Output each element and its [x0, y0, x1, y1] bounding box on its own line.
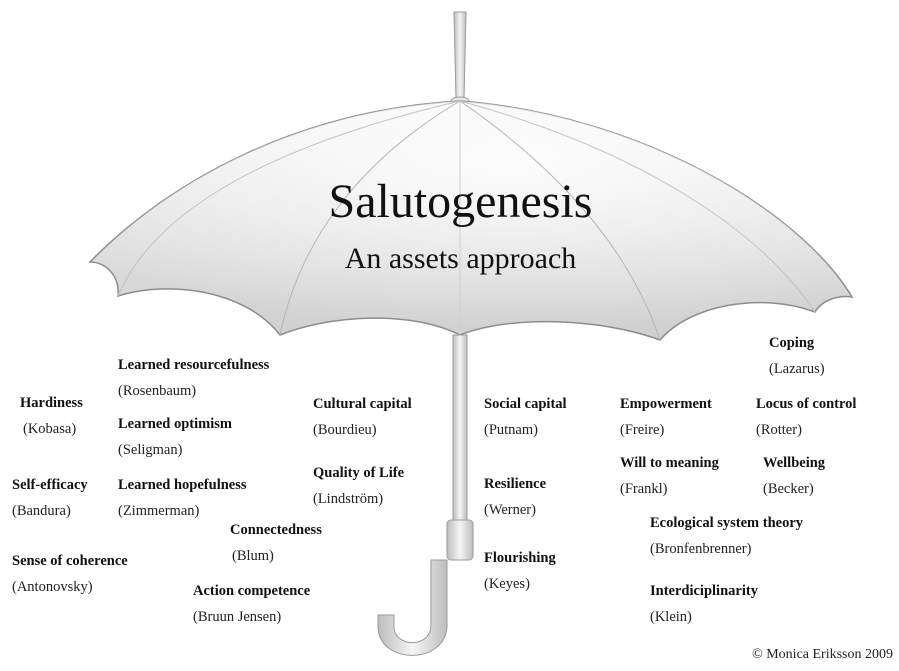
concept-author: (Rotter): [756, 423, 856, 438]
concept-learned-optimism: Learned optimism (Seligman): [118, 417, 232, 457]
concept-self-efficacy: Self-efficacy (Bandura): [12, 478, 88, 518]
concept-resilience: Resilience (Werner): [484, 477, 546, 517]
umbrella-grip: [447, 520, 473, 560]
concept-term: Connectedness: [230, 523, 322, 538]
concept-author: (Seligman): [118, 443, 232, 458]
concept-social-capital: Social capital (Putnam): [484, 397, 567, 437]
concept-author: (Becker): [763, 482, 825, 497]
concept-author: (Freire): [620, 423, 712, 438]
concept-author: (Bruun Jensen): [193, 610, 310, 625]
concept-hardiness: Hardiness (Kobasa): [20, 396, 83, 436]
concept-author: (Klein): [650, 610, 758, 625]
umbrella-shaft: [453, 335, 467, 535]
concept-term: Coping: [769, 336, 825, 351]
concept-learned-resourcefulness: Learned resourcefulness (Rosenbaum): [118, 358, 269, 398]
concept-term: Will to meaning: [620, 456, 719, 471]
concept-author: (Lazarus): [769, 362, 825, 377]
concept-ecological-system-theory: Ecological system theory (Bronfenbrenner…: [650, 516, 803, 556]
concept-term: Quality of Life: [313, 466, 404, 481]
umbrella-tip: [454, 12, 466, 100]
concept-wellbeing: Wellbeing (Becker): [763, 456, 825, 496]
concept-author: (Frankl): [620, 482, 719, 497]
concept-author: (Bourdieu): [313, 423, 412, 438]
concept-author: (Keyes): [484, 577, 556, 592]
concept-term: Empowerment: [620, 397, 712, 412]
concept-connectedness: Connectedness (Blum): [230, 523, 322, 563]
diagram-title: Salutogenesis: [11, 174, 899, 229]
concept-term: Locus of control: [756, 397, 856, 412]
diagram-subtitle: An assets approach: [11, 242, 899, 276]
concept-term: Wellbeing: [763, 456, 825, 471]
concept-term: Action competence: [193, 584, 310, 599]
concept-author: (Lindström): [313, 492, 404, 507]
concept-author: (Kobasa): [23, 422, 83, 437]
concept-coping: Coping (Lazarus): [769, 336, 825, 376]
concept-author: (Putnam): [484, 423, 567, 438]
concept-will-to-meaning: Will to meaning (Frankl): [620, 456, 719, 496]
concept-author: (Antonovsky): [12, 580, 128, 595]
concept-term: Sense of coherence: [12, 554, 128, 569]
concept-empowerment: Empowerment (Freire): [620, 397, 712, 437]
concept-learned-hopefulness: Learned hopefulness (Zimmerman): [118, 478, 247, 518]
concept-author: (Bandura): [12, 504, 88, 519]
concept-quality-of-life: Quality of Life (Lindström): [313, 466, 404, 506]
concept-term: Learned hopefulness: [118, 478, 247, 493]
concept-term: Ecological system theory: [650, 516, 803, 531]
concept-term: Resilience: [484, 477, 546, 492]
concept-cultural-capital: Cultural capital (Bourdieu): [313, 397, 412, 437]
concept-flourishing: Flourishing (Keyes): [484, 551, 556, 591]
concept-term: Learned optimism: [118, 417, 232, 432]
concept-term: Self-efficacy: [12, 478, 88, 493]
concept-author: (Zimmerman): [118, 504, 247, 519]
concept-term: Learned resourcefulness: [118, 358, 269, 373]
concept-term: Social capital: [484, 397, 567, 412]
concept-author: (Werner): [484, 503, 546, 518]
copyright-notice: © Monica Eriksson 2009: [752, 647, 893, 663]
concept-author: (Bronfenbrenner): [650, 542, 803, 557]
concept-term: Hardiness: [20, 396, 83, 411]
concept-term: Flourishing: [484, 551, 556, 566]
concept-interdiciplinarity: Interdiciplinarity (Klein): [650, 584, 758, 624]
concept-term: Interdiciplinarity: [650, 584, 758, 599]
concept-action-competence: Action competence (Bruun Jensen): [193, 584, 310, 624]
concept-locus-of-control: Locus of control (Rotter): [756, 397, 856, 437]
umbrella-handle: [378, 560, 447, 655]
concept-term: Cultural capital: [313, 397, 412, 412]
concept-author: (Rosenbaum): [118, 384, 269, 399]
concept-sense-of-coherence: Sense of coherence (Antonovsky): [12, 554, 128, 594]
concept-author: (Blum): [232, 549, 322, 564]
